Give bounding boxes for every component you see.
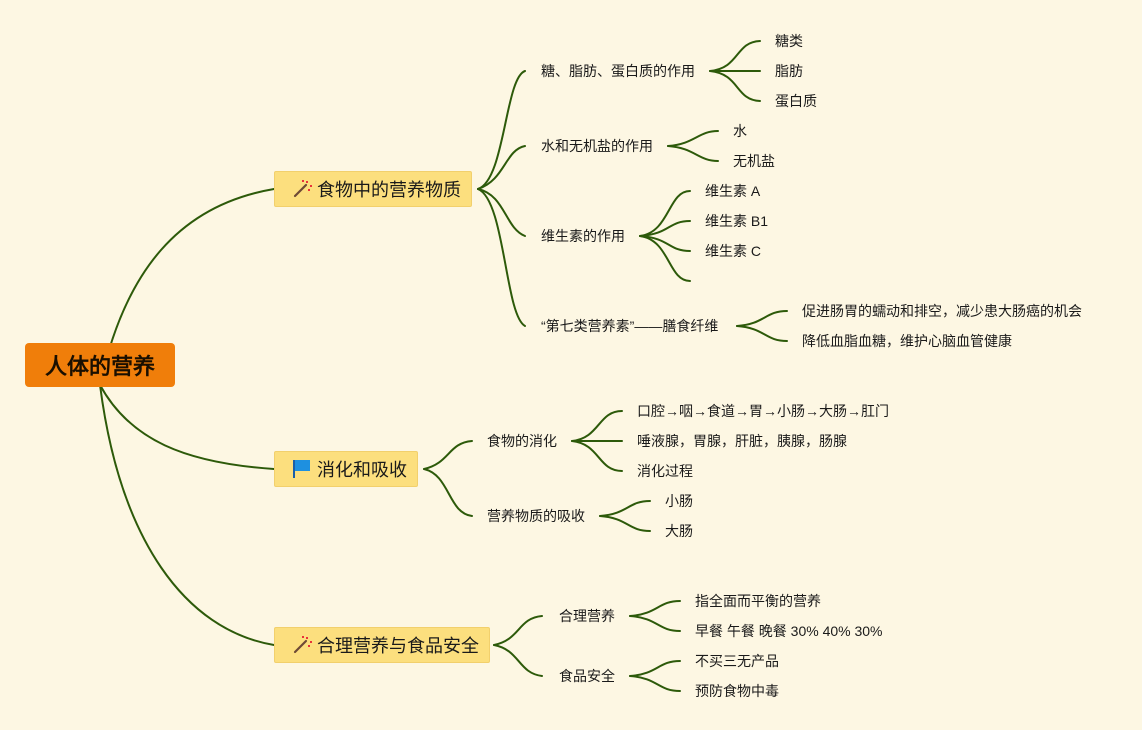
subtopic-balanced-nutrition[interactable]: 合理营养 bbox=[559, 608, 615, 624]
subtopic-sugar-fat-protein[interactable]: 糖、脂肪、蛋白质的作用 bbox=[541, 63, 695, 79]
leaf-fiber-peristalsis[interactable]: 促进肠胃的蠕动和排空，减少患大肠癌的机会 bbox=[802, 303, 1082, 319]
leaf-water[interactable]: 水 bbox=[733, 123, 747, 139]
leaf-vitamin-a[interactable]: 维生素 A bbox=[705, 183, 761, 199]
leaf-vitamin-b1[interactable]: 维生素 B1 bbox=[705, 213, 769, 229]
subtopic-dietary-fiber[interactable]: “第七类营养素”——膳食纤维 bbox=[541, 318, 719, 334]
leaf-sugar[interactable]: 糖类 bbox=[775, 33, 803, 49]
leaf-minerals[interactable]: 无机盐 bbox=[733, 153, 775, 169]
topic-nutrition-safety[interactable]: 合理营养与食品安全 bbox=[274, 627, 490, 663]
subtopic-food-digestion[interactable]: 食物的消化 bbox=[487, 433, 557, 449]
topic-label: 合理营养与食品安全 bbox=[317, 636, 479, 656]
subtopic-food-safety[interactable]: 食品安全 bbox=[559, 668, 615, 684]
leaf-digestive-tract[interactable]: 口腔→咽→食道→胃→小肠→大肠→肛门 bbox=[637, 403, 889, 419]
leaf-digestion-process[interactable]: 消化过程 bbox=[637, 463, 693, 479]
topic-label: 消化和吸收 bbox=[317, 460, 407, 480]
leaf-meal-ratio[interactable]: 早餐 午餐 晚餐 30% 40% 30% bbox=[695, 623, 883, 639]
leaf-large-intestine[interactable]: 大肠 bbox=[665, 523, 693, 539]
leaf-no-unlabeled-products[interactable]: 不买三无产品 bbox=[695, 653, 779, 669]
topic-digestion-absorption[interactable]: 消化和吸收 bbox=[274, 451, 418, 487]
subtopic-water-minerals[interactable]: 水和无机盐的作用 bbox=[541, 138, 653, 154]
topic-food-nutrients[interactable]: 食物中的营养物质 bbox=[274, 171, 472, 207]
leaf-fiber-blood-lipids[interactable]: 降低血脂血糖，维护心脑血管健康 bbox=[802, 333, 1012, 349]
subtopic-nutrient-absorption[interactable]: 营养物质的吸收 bbox=[487, 508, 585, 524]
magic-wand-icon bbox=[291, 635, 313, 655]
leaf-small-intestine[interactable]: 小肠 bbox=[665, 493, 693, 509]
leaf-protein[interactable]: 蛋白质 bbox=[775, 93, 817, 109]
leaf-fat[interactable]: 脂肪 bbox=[775, 63, 803, 79]
leaf-vitamin-c[interactable]: 维生素 C bbox=[705, 243, 761, 259]
flag-icon bbox=[291, 459, 313, 479]
leaf-prevent-food-poisoning[interactable]: 预防食物中毒 bbox=[695, 683, 779, 699]
leaf-digestive-glands[interactable]: 唾液腺，胃腺，肝脏，胰腺，肠腺 bbox=[637, 433, 847, 449]
topic-label: 食物中的营养物质 bbox=[317, 180, 461, 200]
root-topic[interactable]: 人体的营养 bbox=[25, 343, 175, 387]
subtopic-vitamins[interactable]: 维生素的作用 bbox=[541, 228, 625, 244]
magic-wand-icon bbox=[291, 179, 313, 199]
leaf-balanced-definition[interactable]: 指全面而平衡的营养 bbox=[695, 593, 821, 609]
